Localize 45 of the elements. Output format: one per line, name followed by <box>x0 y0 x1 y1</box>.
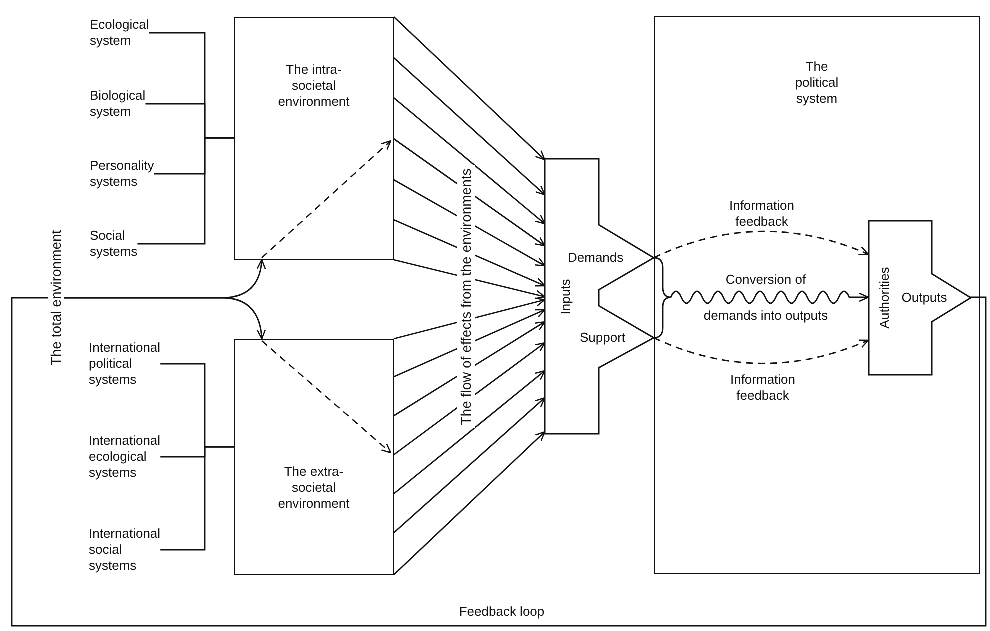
edge-label: Information feedback <box>730 372 796 404</box>
arrow <box>394 342 546 456</box>
connector-line <box>11 296 987 627</box>
arrow <box>64 297 266 340</box>
connector-line <box>160 446 234 551</box>
system-label: International political systems <box>89 340 161 388</box>
arrow <box>394 57 546 196</box>
system-box <box>654 16 980 574</box>
shape-label: Outputs <box>902 290 948 306</box>
arrow <box>394 138 546 247</box>
arrow <box>394 321 546 417</box>
arrow <box>394 309 546 378</box>
box-title: The intra-societal environment <box>278 62 350 110</box>
system-label: Social systems <box>90 228 138 260</box>
arrow <box>394 179 546 267</box>
environment-label: The total environment <box>48 230 64 366</box>
arrow <box>394 431 546 576</box>
edge-label: Information feedback <box>729 198 795 230</box>
system-label: Personality systems <box>90 158 154 190</box>
dashed-arrow <box>654 337 870 364</box>
system-label: Ecological system <box>90 17 150 49</box>
shape-label: Support <box>580 330 626 346</box>
arrow <box>394 219 546 287</box>
arrow <box>394 259 546 300</box>
arrow <box>394 397 546 534</box>
arrow <box>394 16 546 161</box>
dashed-arrow <box>654 230 870 259</box>
edge-label: Feedback loop <box>459 604 545 620</box>
connector-line <box>138 137 234 245</box>
environment-box <box>234 339 394 575</box>
system-label: Biological system <box>90 88 146 120</box>
system-label: International ecological systems <box>89 433 161 481</box>
shape-label: Demands <box>568 250 624 266</box>
flow-label: The flow of effects from the environments <box>457 166 475 428</box>
environment-box <box>234 17 394 260</box>
arrow <box>394 97 546 225</box>
shape-label: Inputs <box>558 279 574 315</box>
edge-label: Conversion of demands into outputs <box>702 271 830 325</box>
wavy-arrow <box>653 257 870 339</box>
box-title: The extra-societal environment <box>278 464 350 512</box>
box-title: The political system <box>795 59 839 107</box>
arrow <box>394 370 546 495</box>
system-label: International social systems <box>89 526 161 574</box>
shape-label: Authorities <box>876 266 892 328</box>
arrow <box>394 298 546 340</box>
